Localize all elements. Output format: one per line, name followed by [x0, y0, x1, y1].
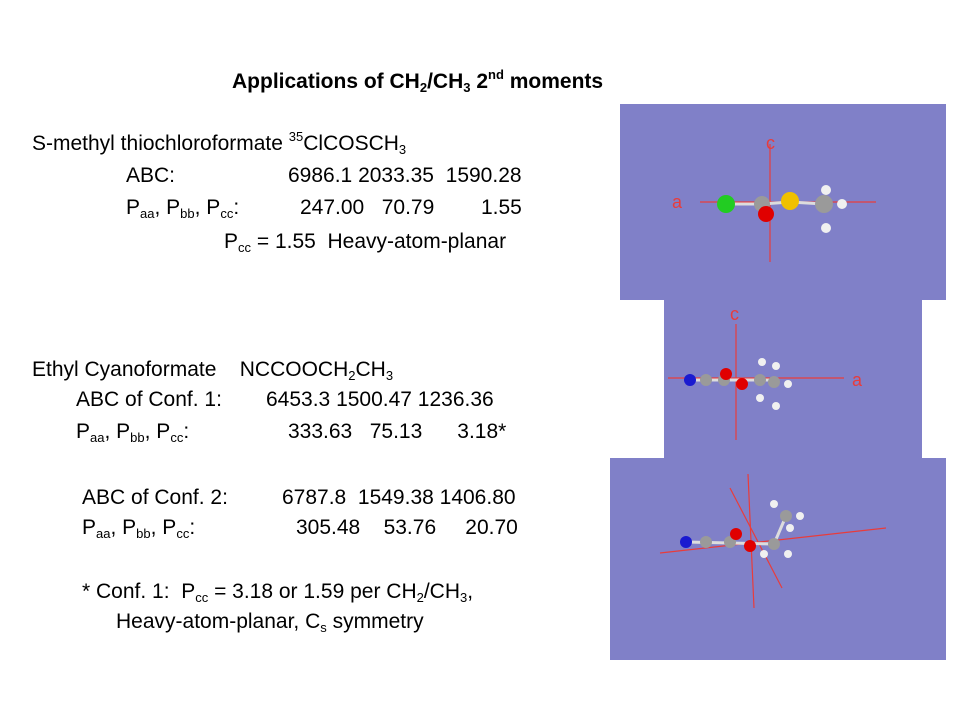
hydrogen-atom [756, 394, 764, 402]
chlorine-atom [717, 195, 735, 213]
a-axis-label: a [852, 370, 863, 390]
carbon-atom [768, 376, 780, 388]
oxygen-atom [744, 540, 756, 552]
a-axis-label: a [672, 192, 683, 212]
nitrogen-atom [680, 536, 692, 548]
hydrogen-atom [760, 550, 768, 558]
molecule-panel-2: c a [664, 300, 922, 458]
hydrogen-atom [796, 512, 804, 520]
s2-p1-label: Paa, Pbb, Pcc: [76, 420, 190, 445]
s1-p-label: Paa, Pbb, Pcc: [126, 196, 240, 221]
oxygen-atom [736, 378, 748, 390]
carbon-atom [815, 195, 833, 213]
hydrogen-atom [784, 380, 792, 388]
molecule-panel-3 [610, 458, 946, 660]
axis-line [729, 487, 783, 589]
s1-pcc-line: Pcc = 1.55 Heavy-atom-planar [224, 230, 507, 255]
hydrogen-atom [821, 223, 831, 233]
s2-conf1-values: 6453.3 1500.47 1236.36 [266, 388, 494, 411]
s1-compound-name: S-methyl thiochloroformate 35ClCOSCH3 [32, 129, 407, 157]
s2-p1-values: 333.63 75.13 3.18* [288, 420, 507, 443]
oxygen-atom [758, 206, 774, 222]
carbon-atom [780, 510, 792, 522]
hydrogen-atom [786, 524, 794, 532]
s2-compound-name: Ethyl Cyanoformate NCCOOCH2CH3 [32, 358, 394, 383]
s2-p2-values: 305.48 53.76 20.70 [296, 516, 518, 539]
oxygen-atom [720, 368, 732, 380]
molecule-1-graphic: c a [672, 133, 876, 262]
s2-conf1-label: ABC of Conf. 1: [76, 388, 222, 411]
s2-footnote-line1: * Conf. 1: Pcc = 3.18 or 1.59 per CH2/CH… [82, 580, 474, 605]
molecule-3-graphic [659, 473, 887, 609]
carbon-atom [768, 538, 780, 550]
s2-conf2-label: ABC of Conf. 2: [82, 486, 228, 509]
s2-footnote-line2: Heavy-atom-planar, Cs symmetry [116, 610, 424, 635]
hydrogen-atom [784, 550, 792, 558]
oxygen-atom [730, 528, 742, 540]
carbon-atom [754, 374, 766, 386]
sulfur-atom [781, 192, 799, 210]
carbon-atom [700, 536, 712, 548]
s2-p2-label: Paa, Pbb, Pcc: [82, 516, 196, 541]
molecule-2-graphic: c a [668, 304, 863, 440]
hydrogen-atom [770, 500, 778, 508]
hydrogen-atom [837, 199, 847, 209]
c-axis-label: c [730, 304, 739, 324]
s1-p-values: 247.00 70.79 1.55 [300, 196, 522, 219]
molecule-panel-1: c a [620, 104, 946, 300]
c-axis-label: c [766, 133, 775, 153]
nitrogen-atom [684, 374, 696, 386]
s2-conf2-values: 6787.8 1549.38 1406.80 [282, 486, 516, 509]
hydrogen-atom [758, 358, 766, 366]
hydrogen-atom [772, 362, 780, 370]
hydrogen-atom [772, 402, 780, 410]
slide-title: Applications of CH2/CH3 2nd moments [232, 67, 604, 95]
carbon-atom [700, 374, 712, 386]
hydrogen-atom [821, 185, 831, 195]
s1-abc-values: 6986.1 2033.35 1590.28 [288, 164, 522, 187]
s1-abc-label: ABC: [126, 164, 176, 187]
